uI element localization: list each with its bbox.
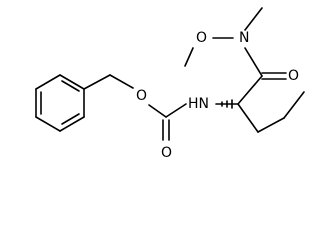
atom-o-carbamate-carbonyl: O xyxy=(161,145,172,161)
atom-o-amide-carbonyl: O xyxy=(288,68,299,84)
propyl-bond-2 xyxy=(257,117,285,133)
ch2-oxygen-bond xyxy=(109,74,134,89)
atom-nh-carbamate: HN xyxy=(188,96,209,112)
benzyl-bond xyxy=(83,74,111,90)
atom-o-methoxy: O xyxy=(196,30,207,46)
benzene-ring xyxy=(35,74,85,132)
o-methyl-bond xyxy=(184,47,194,67)
n-methyl-bond xyxy=(244,7,263,31)
ring-bond xyxy=(59,74,85,90)
atom-o-ester: O xyxy=(136,88,147,104)
stereocenter-carbonyl-bond xyxy=(237,75,263,105)
propyl-bond-1 xyxy=(237,103,259,133)
ring-double-bond xyxy=(61,80,80,92)
propyl-bond-3 xyxy=(283,91,305,119)
ring-bond xyxy=(35,74,61,90)
atom-n-amide: N xyxy=(239,30,249,46)
carbonyl-nh-bond xyxy=(165,103,187,118)
carbonyl-n-bond xyxy=(244,47,263,77)
ring-bond xyxy=(35,116,61,132)
ring-bond xyxy=(59,116,85,132)
oxygen-carbonyl-bond xyxy=(148,104,167,118)
ring-double-bond xyxy=(61,113,80,125)
stereo-hash-wedge xyxy=(221,99,233,109)
molecule-structure: N O O HN O O xyxy=(35,7,305,161)
